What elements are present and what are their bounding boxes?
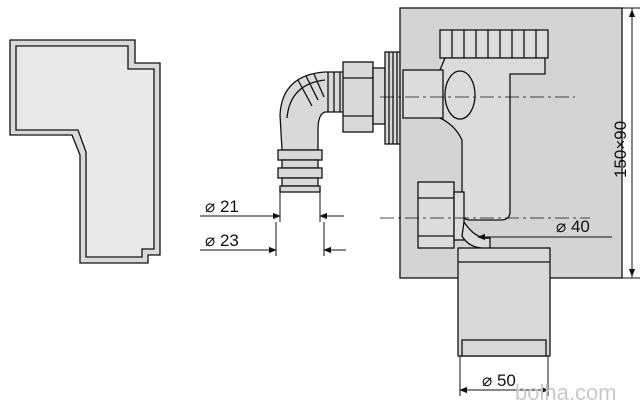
dim-label-150x90: 150×90	[611, 121, 630, 178]
dim-label-21: ⌀ 21	[205, 197, 239, 216]
dim-label-40: ⌀ 40	[556, 217, 590, 236]
dimension-lines	[200, 7, 640, 396]
elbow-connector	[277, 51, 404, 193]
watermark: bolha.com	[515, 380, 617, 405]
dim-label-23: ⌀ 23	[205, 231, 239, 250]
cover-side-view	[9, 39, 161, 264]
siphon-body	[402, 29, 549, 249]
outlet-pipe	[457, 247, 551, 357]
centre-lines	[380, 96, 590, 219]
dim-label-50: ⌀ 50	[482, 371, 516, 390]
